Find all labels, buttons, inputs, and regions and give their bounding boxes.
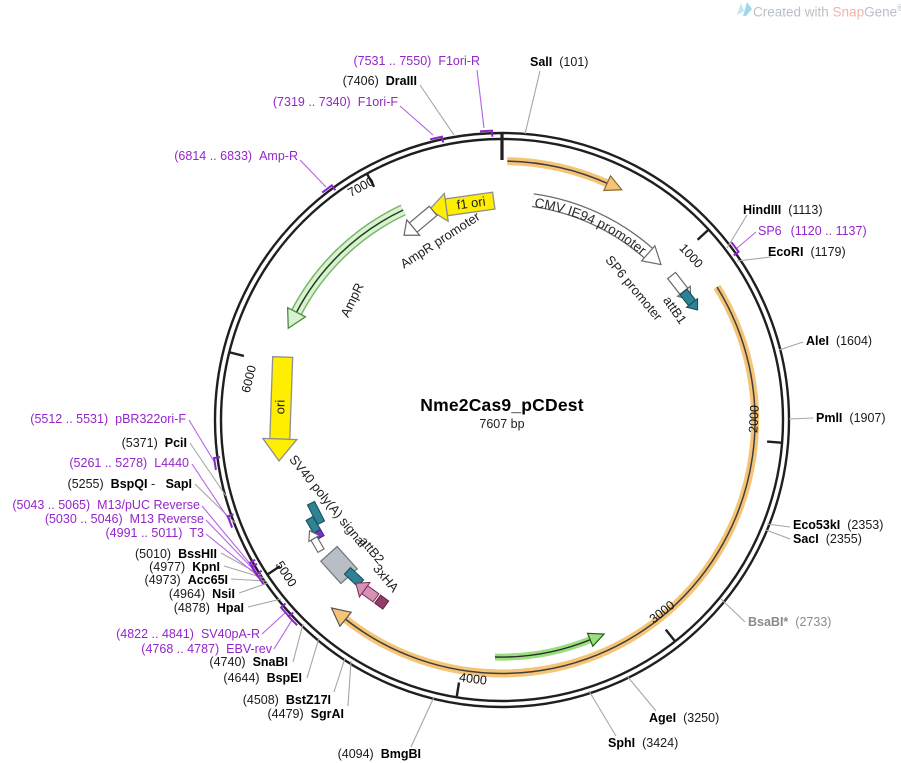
enzyme-label-sphi: SphI(3424) (608, 736, 679, 750)
enzyme-label-pcii: (5371)PciI (121, 436, 187, 450)
feature-cluster-small-blocks (305, 500, 326, 554)
primer-label-f1ori-f: (7319 .. 7340)F1ori-F (272, 95, 398, 109)
feature-arrow-ampr (286, 204, 406, 330)
primer-label-m13-reverse: (5030 .. 5046)M13 Reverse (44, 512, 204, 526)
enzyme-label-saci: SacI(2355) (793, 532, 862, 546)
primer-label-t3: (4991 .. 5011)T3 (105, 526, 205, 540)
enzyme-label-hindiii: HindIII(1113) (743, 203, 823, 217)
enzyme-label-kpni: (4977)KpnI (149, 560, 220, 574)
tick-label-2000: 2000 (746, 404, 762, 434)
feature-arc-orange-top (507, 157, 623, 192)
feature-arrow-f1-ori (428, 191, 496, 223)
feature-arrow-attb1 (679, 288, 699, 311)
plasmid-title-block: Nme2Cas9_pCDest 7607 bp (420, 395, 584, 431)
enzyme-label-pmli: PmlI(1907) (816, 411, 886, 425)
enzyme-label-bstz17i: (4508)BstZ17I (242, 693, 331, 707)
plasmid-size: 7607 bp (479, 417, 525, 431)
enzyme-label-draiii: (7406)DraIII (342, 74, 417, 88)
snapgene-logo-icon (737, 2, 752, 16)
feature-arrow-green-small (494, 632, 606, 661)
watermark-brand-snap: Snap (832, 4, 865, 20)
feature-arrow-3xha (355, 581, 390, 610)
primer-label-f1ori-r: (7531 .. 7550)F1ori-R (353, 54, 480, 68)
enzyme-label-bspqi-sapi: (5255)BspQI - SapI (67, 477, 192, 491)
feature-arc-orange-cds (330, 284, 760, 678)
primer-label-pbr322ori-f: (5512 .. 5531)pBR322ori-F (30, 412, 186, 426)
primer-label-ebv-rev: (4768 .. 4787)EBV-rev (141, 642, 272, 656)
watermark-brand-gene: Gene (864, 4, 898, 20)
plasmid-name: Nme2Cas9_pCDest (420, 395, 584, 415)
scale-ticks (230, 133, 782, 697)
registered-mark: ® (897, 3, 901, 13)
enzyme-label-bspei: (4644)BspEI (223, 671, 302, 685)
feature-arrow-ori (261, 356, 299, 463)
primer-leader-lines (188, 69, 757, 650)
enzyme-label-sgrai: (4479)SgrAI (267, 707, 344, 721)
primer-label-amp-r: (6814 .. 6833)Amp-R (174, 149, 298, 163)
feature-arrow-cmv-ie94-promoter (531, 193, 662, 266)
primer-binding-marks (212, 129, 740, 627)
primer-label-l4440: (5261 .. 5278)L4440 (69, 456, 189, 470)
enzyme-label-agei: AgeI(3250) (649, 711, 720, 725)
enzyme-label-eco53ki: Eco53kI(2353) (793, 518, 884, 532)
enzyme-label-bsabi: BsaBI*(2733) (748, 615, 832, 629)
watermark-text: Created with (753, 4, 833, 20)
feature-arrow-ampr-promoter (403, 205, 438, 236)
enzyme-label-snabi: (4740)SnaBI (209, 655, 288, 669)
primer-label-m13-puc-reverse: (5043 .. 5065)M13/pUC Reverse (12, 498, 200, 512)
enzyme-label-hpai: (4878)HpaI (173, 601, 244, 615)
enzyme-label-sali: SalI(101) (530, 55, 589, 69)
primer-label-sp6: SP6(1120 .. 1137) (758, 224, 867, 238)
enzyme-label-acc65i: (4973)Acc65I (144, 573, 228, 587)
snapgene-watermark: Created with SnapGene® (753, 3, 901, 20)
enzyme-label-bsshii: (5010)BssHII (134, 547, 217, 561)
enzyme-label-bmgbi: (4094)BmgBI (337, 747, 421, 761)
enzyme-label-alei: AleI(1604) (806, 334, 873, 348)
feature-label-ori: ori (272, 399, 288, 415)
enzyme-label-nsii: (4964)NsiI (168, 587, 235, 601)
feature-label-cmv-ie94-promoter: CMV IE94 promoter (533, 195, 649, 258)
enzyme-label-ecori: EcoRI(1179) (768, 245, 846, 259)
primer-label-sv40pa-r: (4822 .. 4841)SV40pA-R (116, 627, 260, 641)
